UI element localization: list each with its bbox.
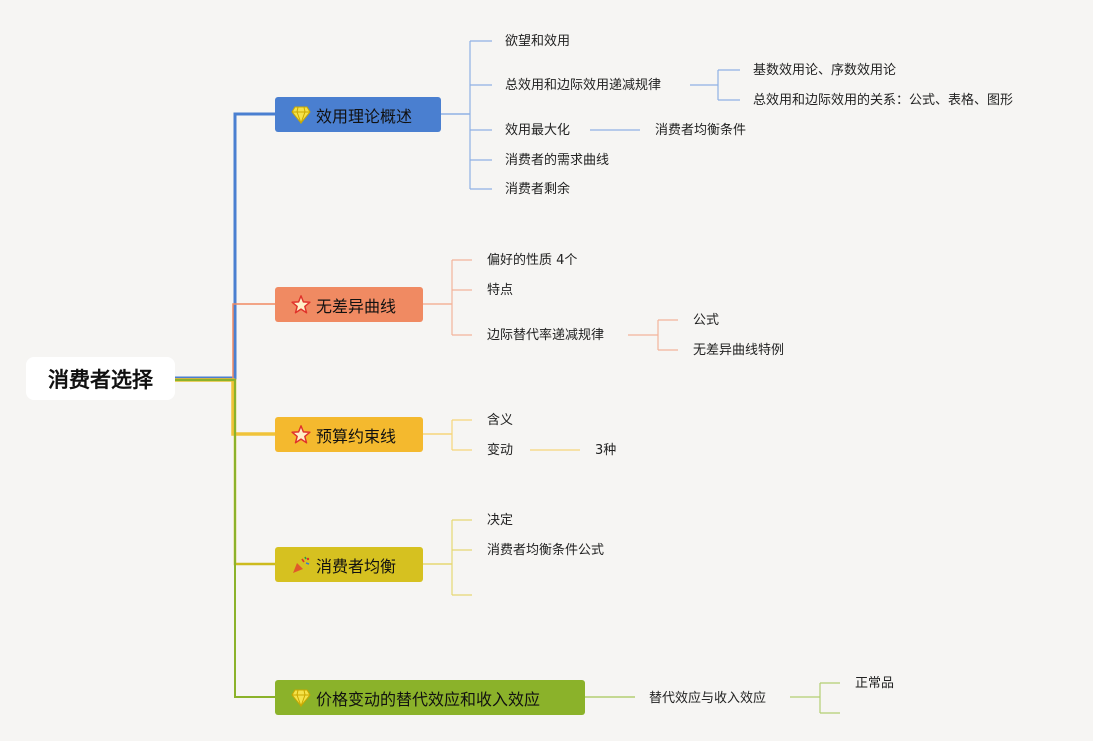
gem-icon [291, 105, 311, 125]
leaf-item[interactable]: 消费者的需求曲线 [505, 153, 610, 168]
branch-label: 效用理论概述 [316, 106, 413, 126]
leaf-item[interactable]: 公式 [693, 313, 720, 328]
leaf-item[interactable]: 总效用和边际效用递减规律 [505, 78, 662, 93]
connector-line [175, 303, 275, 380]
party-popper-icon [291, 555, 311, 575]
branch-label: 预算约束线 [316, 426, 397, 446]
root-node[interactable]: 消费者选择 [26, 357, 175, 400]
star-icon [291, 425, 311, 445]
leaf-item[interactable]: 效用最大化 [505, 123, 571, 138]
connector-line [658, 319, 678, 351]
leaf-item[interactable]: 消费者均衡条件 [655, 123, 747, 138]
connector-line [175, 378, 275, 436]
branch-node-equilibrium[interactable]: 消费者均衡 [275, 547, 423, 582]
leaf-item[interactable]: 变动 [487, 443, 514, 458]
leaf-item[interactable]: 消费者均衡条件公式 [487, 543, 605, 558]
leaf-item[interactable]: 3种 [595, 443, 617, 458]
connector-line [175, 112, 275, 380]
branch-node-utility[interactable]: 效用理论概述 [275, 97, 441, 132]
connector-line [820, 682, 840, 714]
branch-label: 价格变动的替代效应和收入效应 [316, 689, 541, 709]
branch-label: 无差异曲线 [316, 296, 397, 316]
branch-node-price-effects[interactable]: 价格变动的替代效应和收入效应 [275, 680, 585, 715]
leaf-item[interactable]: 边际替代率递减规律 [487, 328, 605, 343]
star-icon [291, 295, 311, 315]
leaf-item[interactable]: 替代效应与收入效应 [649, 691, 767, 706]
leaf-item[interactable]: 基数效用论、序数效用论 [753, 63, 897, 78]
leaf-item[interactable]: 无差异曲线特例 [693, 343, 785, 358]
leaf-item[interactable]: 偏好的性质 4个 [487, 253, 578, 268]
branch-node-indifference[interactable]: 无差异曲线 [275, 287, 423, 322]
leaf-item[interactable]: 正常品 [855, 676, 895, 691]
branch-node-budget[interactable]: 预算约束线 [275, 417, 423, 452]
connector-line [175, 378, 275, 566]
branch-label: 消费者均衡 [316, 556, 397, 576]
leaf-item[interactable]: 消费者剩余 [505, 182, 571, 197]
connector-line [718, 69, 740, 101]
leaf-item[interactable]: 含义 [487, 413, 514, 428]
gem-icon [291, 688, 311, 708]
leaf-item[interactable]: 欲望和效用 [505, 34, 571, 49]
leaf-item[interactable]: 总效用和边际效用的关系：公式、表格、图形 [753, 93, 1014, 108]
leaf-item[interactable]: 特点 [487, 283, 514, 298]
leaf-item[interactable]: 决定 [487, 513, 514, 528]
connector-line [175, 379, 275, 698]
